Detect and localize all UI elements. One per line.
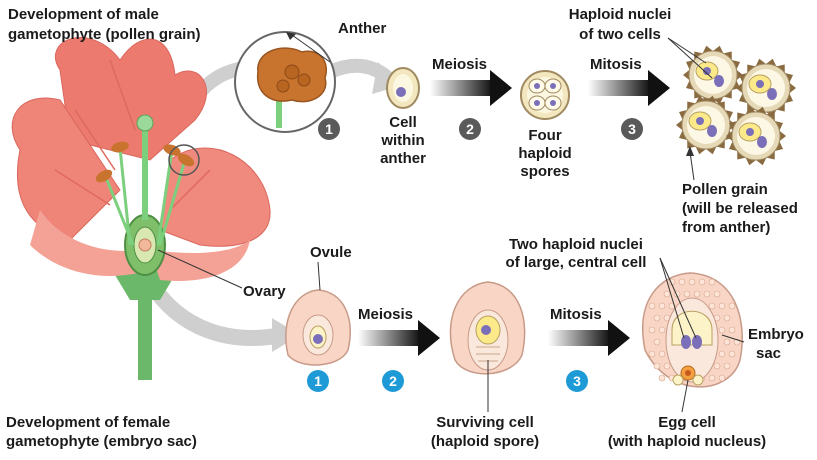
arrow-meiosis-bottom [358,320,440,356]
ovule-stage-2 [450,282,524,412]
surviving-cell-line1: Surviving cell [410,414,560,432]
pollen-grain-line3: from anther) [682,219,770,237]
male-title-line1: Development of male [8,6,159,24]
female-title-line1: Development of female [6,414,170,432]
four-spores-line3: spores [510,163,580,181]
arrow-meiosis-top [430,70,512,106]
cell-within-anther [387,68,419,108]
arrow-mitosis-top [588,70,670,106]
four-haploid-spores [521,71,569,119]
surviving-cell-line2: (haploid spore) [410,433,560,451]
step-bottom-1: 1 [307,370,329,392]
four-spores-line1: Four [510,127,580,145]
four-spores-line2: haploid [510,145,580,163]
pollen-grain-pointer [686,146,694,180]
female-title-line2: gametophyte (embryo sac) [6,433,197,451]
haploid-nuclei-label-1: Haploid nuclei [555,6,685,24]
step-top-3: 3 [621,118,643,140]
pollen-grain [726,107,786,165]
male-title-line2: gametophyte (pollen grain) [8,26,201,44]
mitosis-top-label: Mitosis [590,56,642,74]
haploid-nuclei-label-2: of two cells [555,26,685,44]
cell-within-line3: anther [370,150,436,168]
two-nuclei-line1: Two haploid nuclei [486,236,666,254]
anther-magnified [235,32,335,132]
step-bottom-2: 2 [382,370,404,392]
cell-within-line2: within [370,132,436,150]
pollen-grain [676,96,736,154]
petal-right [160,148,270,246]
step-top-1: 1 [318,118,340,140]
step-top-2: 2 [459,118,481,140]
pollen-grains [676,46,796,165]
arrow-mitosis-bottom [548,320,630,356]
egg-cell-line1: Egg cell [592,414,782,432]
mitosis-bottom-label: Mitosis [550,306,602,324]
embryo-sac-line1: Embryo [748,326,804,344]
ovule-stage-1 [286,262,350,365]
anther-label: Anther [338,20,386,38]
ovule-label: Ovule [310,244,352,262]
embryo-sac [643,258,744,412]
style [142,125,148,220]
embryo-sac-line2: sac [756,345,781,363]
pollen-grain [736,59,796,117]
pollen-grain-line2: (will be released [682,200,798,218]
pollen-grain-line1: Pollen grain [682,181,768,199]
two-nuclei-line2: of large, central cell [486,254,666,272]
step-bottom-3: 3 [566,370,588,392]
ovary-label: Ovary [243,283,286,301]
meiosis-top-label: Meiosis [432,56,487,74]
cell-within-line1: Cell [370,114,436,132]
pollen-grain [683,46,743,104]
stigma [137,115,153,131]
meiosis-bottom-label: Meiosis [358,306,413,324]
egg-cell-line2: (with haploid nucleus) [592,433,782,451]
